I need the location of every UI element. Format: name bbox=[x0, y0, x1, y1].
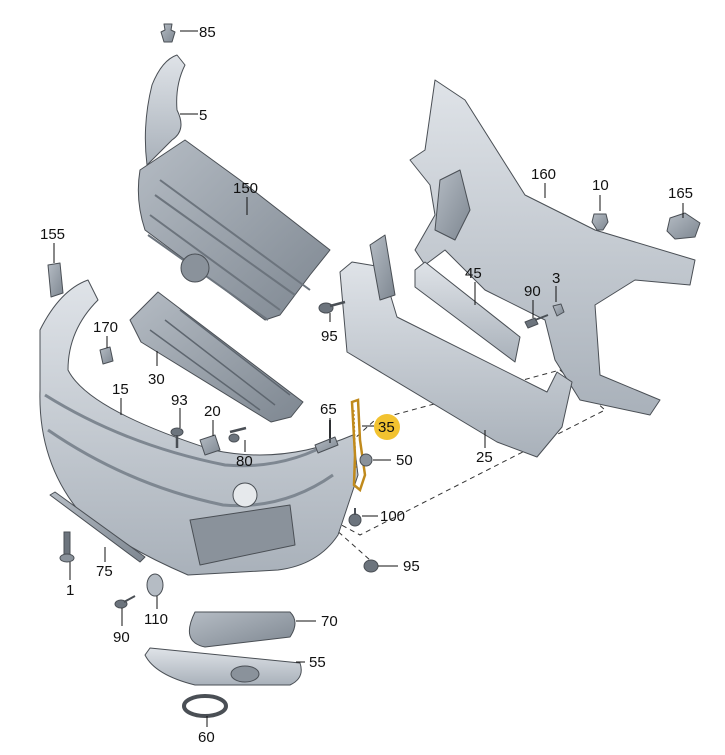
part-15-bumper-cover bbox=[39, 279, 359, 576]
callout-labels: 85 5 150 160 10 165 155 45 3 90 95 170 3… bbox=[40, 24, 693, 746]
part-150-grille bbox=[137, 139, 331, 321]
part-155-plate bbox=[47, 262, 64, 298]
callout-50: 50 bbox=[396, 452, 413, 469]
part-160-carrier bbox=[409, 79, 696, 416]
callout-15: 15 bbox=[112, 381, 129, 398]
callout-95-lower: 95 bbox=[403, 558, 420, 575]
callout-90-upper: 90 bbox=[524, 283, 541, 300]
callout-165: 165 bbox=[668, 185, 693, 202]
callout-90-lower: 90 bbox=[113, 629, 130, 646]
part-35-guide-highlighted bbox=[350, 398, 367, 493]
callout-155: 155 bbox=[40, 226, 65, 243]
callout-10: 10 bbox=[592, 177, 609, 194]
callout-45: 45 bbox=[465, 265, 482, 282]
part-45-absorber bbox=[414, 261, 521, 363]
callout-70: 70 bbox=[321, 613, 338, 630]
part-3-clip bbox=[552, 303, 565, 317]
part-85-clip bbox=[160, 23, 176, 43]
part-25-impact-bar bbox=[339, 234, 573, 458]
part-95-screw-upper bbox=[318, 300, 346, 314]
part-5-bracket bbox=[144, 54, 186, 166]
part-80-screws bbox=[228, 426, 247, 443]
callout-25: 25 bbox=[476, 449, 493, 466]
callout-100: 100 bbox=[380, 508, 405, 525]
part-90-screw-top bbox=[524, 314, 549, 329]
callout-75: 75 bbox=[96, 563, 113, 580]
part-110-washer bbox=[146, 573, 164, 597]
callout-3: 3 bbox=[552, 270, 560, 287]
part-95-screw-lower bbox=[363, 559, 379, 573]
part-10-clip bbox=[591, 213, 609, 231]
callout-65: 65 bbox=[320, 401, 337, 418]
callout-80: 80 bbox=[236, 453, 253, 470]
part-1-bolt bbox=[59, 531, 75, 563]
callout-160: 160 bbox=[531, 166, 556, 183]
callout-1: 1 bbox=[66, 582, 74, 599]
highlight-badge-35 bbox=[374, 414, 400, 440]
callout-170: 170 bbox=[93, 319, 118, 336]
part-55-lower-trim bbox=[144, 647, 302, 686]
callout-20: 20 bbox=[204, 403, 221, 420]
leader-lines bbox=[53, 30, 684, 727]
callout-85: 85 bbox=[199, 24, 216, 41]
part-70-trim bbox=[188, 611, 296, 648]
part-30-lower-grille bbox=[129, 291, 304, 423]
callout-150: 150 bbox=[233, 180, 258, 197]
part-90-screw-lower bbox=[114, 595, 136, 609]
part-165-bracket bbox=[666, 212, 701, 240]
callout-55: 55 bbox=[309, 654, 326, 671]
callout-110: 110 bbox=[144, 611, 168, 628]
part-50-nut bbox=[359, 453, 373, 467]
callout-93: 93 bbox=[171, 392, 188, 409]
part-100-screw bbox=[348, 508, 362, 527]
part-75-trim-strip bbox=[49, 491, 146, 563]
part-93-screw bbox=[170, 427, 184, 448]
callout-35: 35 bbox=[378, 419, 395, 436]
callout-5: 5 bbox=[199, 107, 207, 124]
part-60-ring bbox=[182, 694, 228, 718]
callout-60: 60 bbox=[198, 729, 215, 746]
part-170-clip bbox=[99, 346, 114, 365]
callout-95-upper: 95 bbox=[321, 328, 338, 345]
callout-30: 30 bbox=[148, 371, 165, 388]
part-20-bracket bbox=[199, 434, 221, 456]
